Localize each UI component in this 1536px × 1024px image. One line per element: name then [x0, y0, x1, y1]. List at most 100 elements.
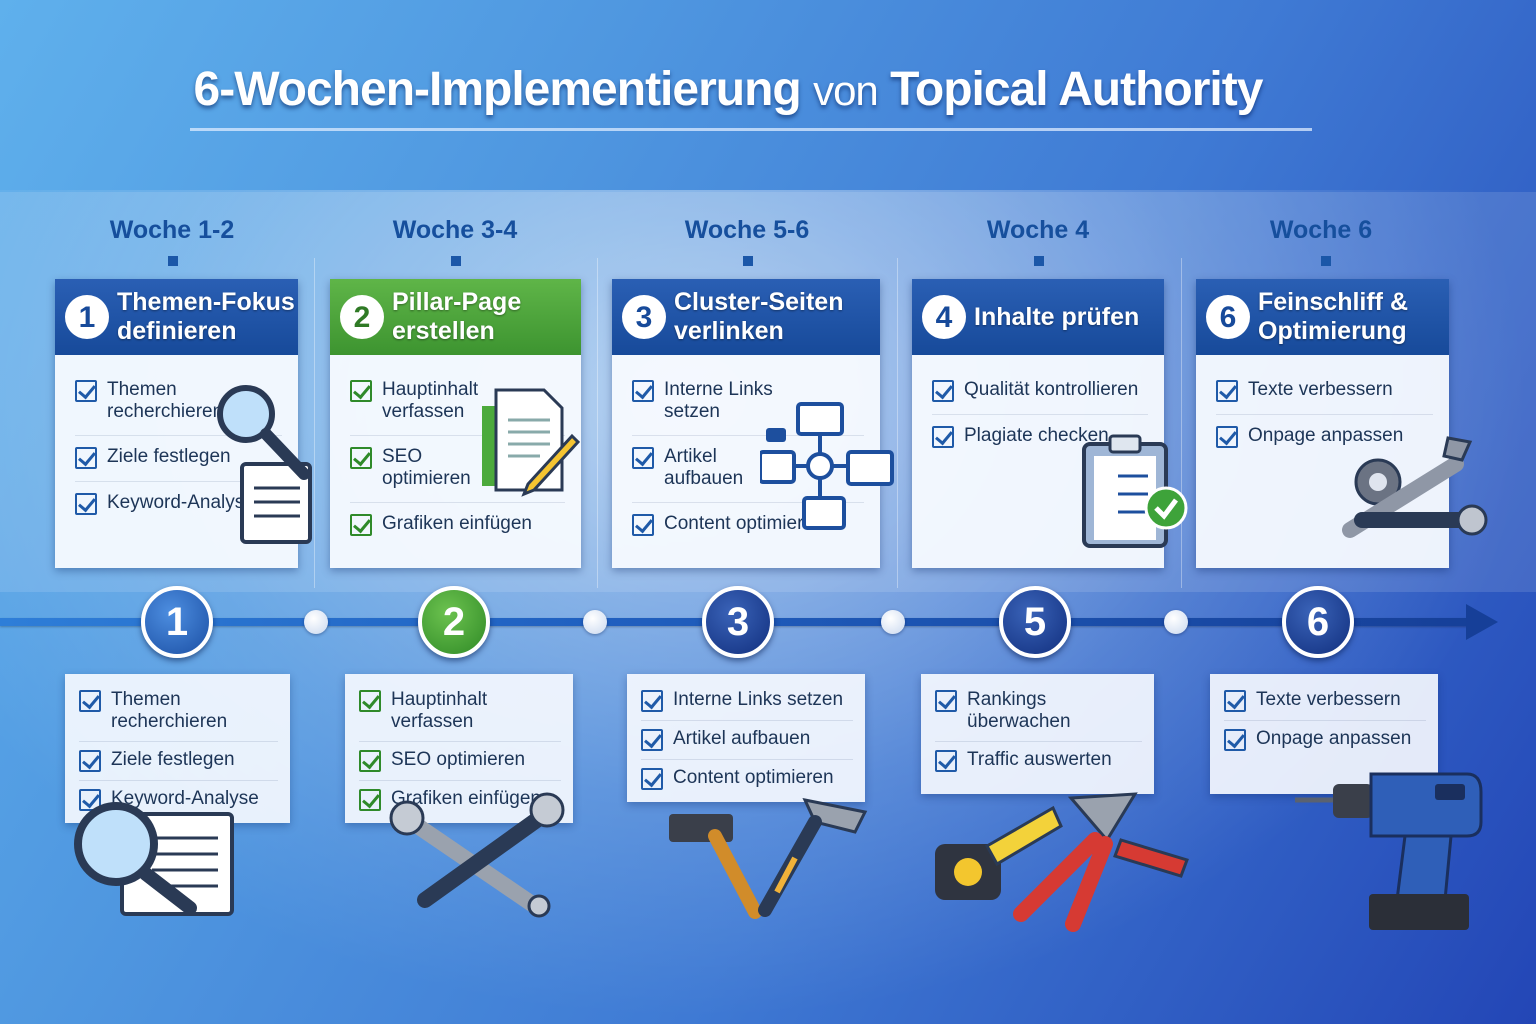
checklist-item: Plagiate checken	[932, 415, 1148, 460]
checklist-item: Qualität kontrollieren	[932, 369, 1148, 415]
column-divider	[1181, 258, 1182, 588]
checkbox-icon	[1216, 426, 1238, 448]
checkbox-icon	[359, 690, 381, 712]
checkbox-icon	[632, 447, 654, 469]
week-label: Woche 5-6	[684, 216, 810, 244]
step-title: Inhalte prüfen	[974, 302, 1140, 331]
checkbox-icon	[641, 690, 663, 712]
checklist-item: Interne Links setzen	[632, 369, 864, 436]
checklist-item: Hauptinhalt verfassen	[359, 682, 561, 742]
week-marker	[168, 256, 178, 266]
checkbox-icon	[1224, 690, 1246, 712]
step-card-6: 6 Feinschliff & Optimierung Texte verbes…	[1196, 279, 1449, 568]
checkbox-icon	[632, 514, 654, 536]
gear-wrench-icon	[1342, 436, 1488, 538]
crossed-wrenches-icon	[389, 792, 565, 918]
timeline-dot	[881, 610, 905, 634]
checkbox-icon	[79, 750, 101, 772]
title-underline	[190, 128, 1312, 131]
checklist-item: Traffic auswerten	[935, 742, 1142, 780]
checklist-item: Ziele festlegen	[79, 742, 278, 781]
checkbox-icon	[350, 447, 372, 469]
step-number-badge: 2	[340, 295, 384, 339]
checklist-item: SEO optimieren	[350, 436, 565, 503]
power-drill-icon	[1295, 772, 1483, 930]
step-card-header: 1 Themen-Fokus definieren	[55, 279, 298, 355]
checklist-item: Keyword-Analyse	[75, 482, 282, 527]
step-title: Feinschliff & Optimierung	[1258, 288, 1409, 345]
bottom-checklist-3: Interne Links setzen Artikel aufbauen Co…	[627, 674, 865, 802]
week-label: Woche 4	[986, 216, 1090, 244]
checklist-item: Artikel aufbauen	[632, 436, 864, 503]
checkbox-icon	[935, 690, 957, 712]
column-divider	[314, 258, 315, 588]
magnifier-notepad-icon	[217, 385, 312, 544]
timeline-dot	[583, 610, 607, 634]
checkbox-icon	[935, 750, 957, 772]
timeline-arrow-icon	[1466, 604, 1498, 640]
checklist-item: Themen recherchieren	[79, 682, 278, 742]
checklist-item: Keyword-Analyse	[79, 781, 278, 819]
step-card-1: 1 Themen-Fokus definieren Themen recherc…	[55, 279, 298, 568]
checkbox-icon	[75, 380, 97, 402]
step-number-badge: 1	[65, 295, 109, 339]
checklist-item: Artikel aufbauen	[641, 721, 853, 760]
checklist-item: Themen recherchieren	[75, 369, 282, 436]
column-divider	[897, 258, 898, 588]
step-title: Themen-Fokus definieren	[117, 288, 295, 345]
timeline-node: 3	[702, 586, 774, 658]
linked-pages-icon	[760, 402, 894, 530]
timeline-node: 6	[1282, 586, 1354, 658]
checklist-item: Onpage anpassen	[1224, 721, 1426, 759]
page-title: 6-Wochen-Implementierung von Topical Aut…	[193, 63, 1264, 116]
checkbox-icon	[641, 729, 663, 751]
step-title: Pillar-Page erstellen	[392, 288, 522, 345]
checkbox-icon	[932, 426, 954, 448]
checklist-item: Grafiken einfügen	[350, 503, 565, 548]
checklist-item: Rankings überwachen	[935, 682, 1142, 742]
checkbox-icon	[359, 750, 381, 772]
step-card-header: 2 Pillar-Page erstellen	[330, 279, 581, 355]
checklist-item: SEO optimieren	[359, 742, 561, 781]
checkbox-icon	[75, 447, 97, 469]
checklist-item: Ziele festlegen	[75, 436, 282, 482]
week-marker	[743, 256, 753, 266]
week-marker	[1034, 256, 1044, 266]
checklist-item: Content optimieren	[641, 760, 853, 798]
clipboard-check-icon	[1082, 434, 1188, 548]
checklist-item: Content optimieren	[632, 503, 864, 548]
document-pencil-icon	[482, 388, 580, 497]
magnifier-notebook-icon	[74, 802, 234, 916]
week-marker	[451, 256, 461, 266]
step-number-badge: 3	[622, 295, 666, 339]
hammers-icon	[669, 797, 868, 919]
checklist-item: Grafiken einfügen	[359, 781, 561, 819]
step-card-header: 3 Cluster-Seiten verlinken	[612, 279, 880, 355]
checklist-item: Texte verbessern	[1216, 369, 1433, 415]
bottom-checklist-1: Themen recherchieren Ziele festlegen Key…	[65, 674, 290, 823]
checkbox-icon	[632, 380, 654, 402]
checkbox-icon	[1224, 729, 1246, 751]
week-marker	[1321, 256, 1331, 266]
timeline-node: 2	[418, 586, 490, 658]
timeline-dot	[1164, 610, 1188, 634]
bottom-checklist-2: Hauptinhalt verfassen SEO optimieren Gra…	[345, 674, 573, 823]
timeline-node: 5	[999, 586, 1071, 658]
checkbox-icon	[350, 514, 372, 536]
checklist-item: Texte verbessern	[1224, 682, 1426, 721]
checkbox-icon	[641, 768, 663, 790]
timeline-node: 1	[141, 586, 213, 658]
step-card-header: 6 Feinschliff & Optimierung	[1196, 279, 1449, 355]
checklist-item: Hauptinhalt verfassen	[350, 369, 565, 436]
week-label: Woche 3-4	[392, 216, 518, 244]
step-title: Cluster-Seiten verlinken	[674, 288, 844, 345]
checkbox-icon	[1216, 380, 1238, 402]
timeline-dot	[304, 610, 328, 634]
checkbox-icon	[359, 789, 381, 811]
tape-pliers-icon	[935, 792, 1189, 932]
checklist-item: Onpage anpassen	[1216, 415, 1433, 460]
step-number-badge: 6	[1206, 295, 1250, 339]
week-label: Woche 6	[1269, 216, 1373, 244]
checkbox-icon	[75, 493, 97, 515]
column-divider	[597, 258, 598, 588]
